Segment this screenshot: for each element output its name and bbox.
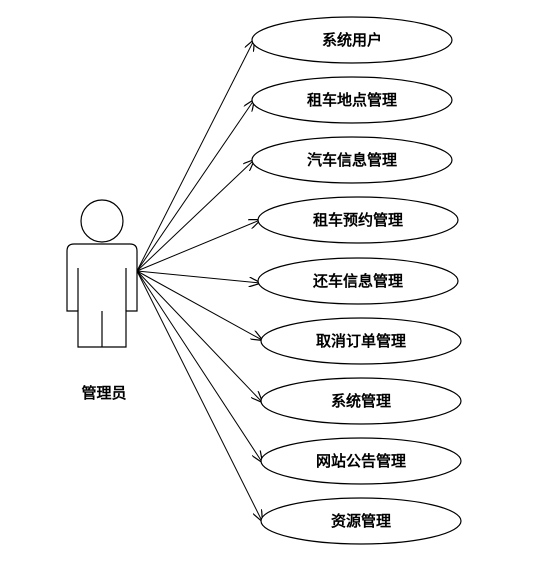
association-arrow-2 [136,100,254,272]
association-arrow-4 [136,220,260,272]
use-case-5: 还车信息管理 [257,257,459,305]
use-case-label: 系统管理 [331,392,391,410]
actor-body [66,243,138,348]
use-case-ellipse [260,317,462,365]
use-case-label: 网站公告管理 [316,452,406,470]
association-arrow-9 [136,270,262,521]
use-case-label: 系统用户 [322,31,382,49]
use-case-label: 取消订单管理 [316,332,406,350]
use-case-4: 租车预约管理 [257,196,459,244]
association-arrow-5 [136,270,260,283]
use-case-ellipse [260,497,462,545]
use-case-ellipse [260,377,462,425]
use-case-ellipse [257,257,459,305]
use-case-1: 系统用户 [251,16,453,64]
use-case-label: 资源管理 [331,512,391,530]
association-arrow-1 [136,40,254,272]
use-case-ellipse [257,196,459,244]
use-case-ellipse [251,16,453,64]
use-case-6: 取消订单管理 [260,317,462,365]
actor-figure [66,199,138,348]
association-arrow-7 [136,270,262,402]
use-case-label: 还车信息管理 [312,272,403,290]
use-case-label: 汽车信息管理 [307,151,397,169]
association-arrow-6 [136,270,262,340]
association-arrow-8 [136,270,262,462]
use-case-label: 租车地点管理 [307,91,397,109]
use-case-7: 系统管理 [260,377,462,425]
use-case-8: 网站公告管理 [260,437,462,485]
associations [136,40,262,521]
use-case-9: 资源管理 [260,497,462,545]
use-case-2: 租车地点管理 [251,76,453,124]
actor-head [80,199,124,243]
use-case-label: 租车预约管理 [313,211,403,229]
actor-label: 管理员 [81,384,126,402]
use-case-3: 汽车信息管理 [251,136,453,184]
use-case-ellipse [260,437,462,485]
use-case-ellipse [251,136,453,184]
association-arrow-3 [136,160,254,272]
use-case-ellipse [251,76,453,124]
